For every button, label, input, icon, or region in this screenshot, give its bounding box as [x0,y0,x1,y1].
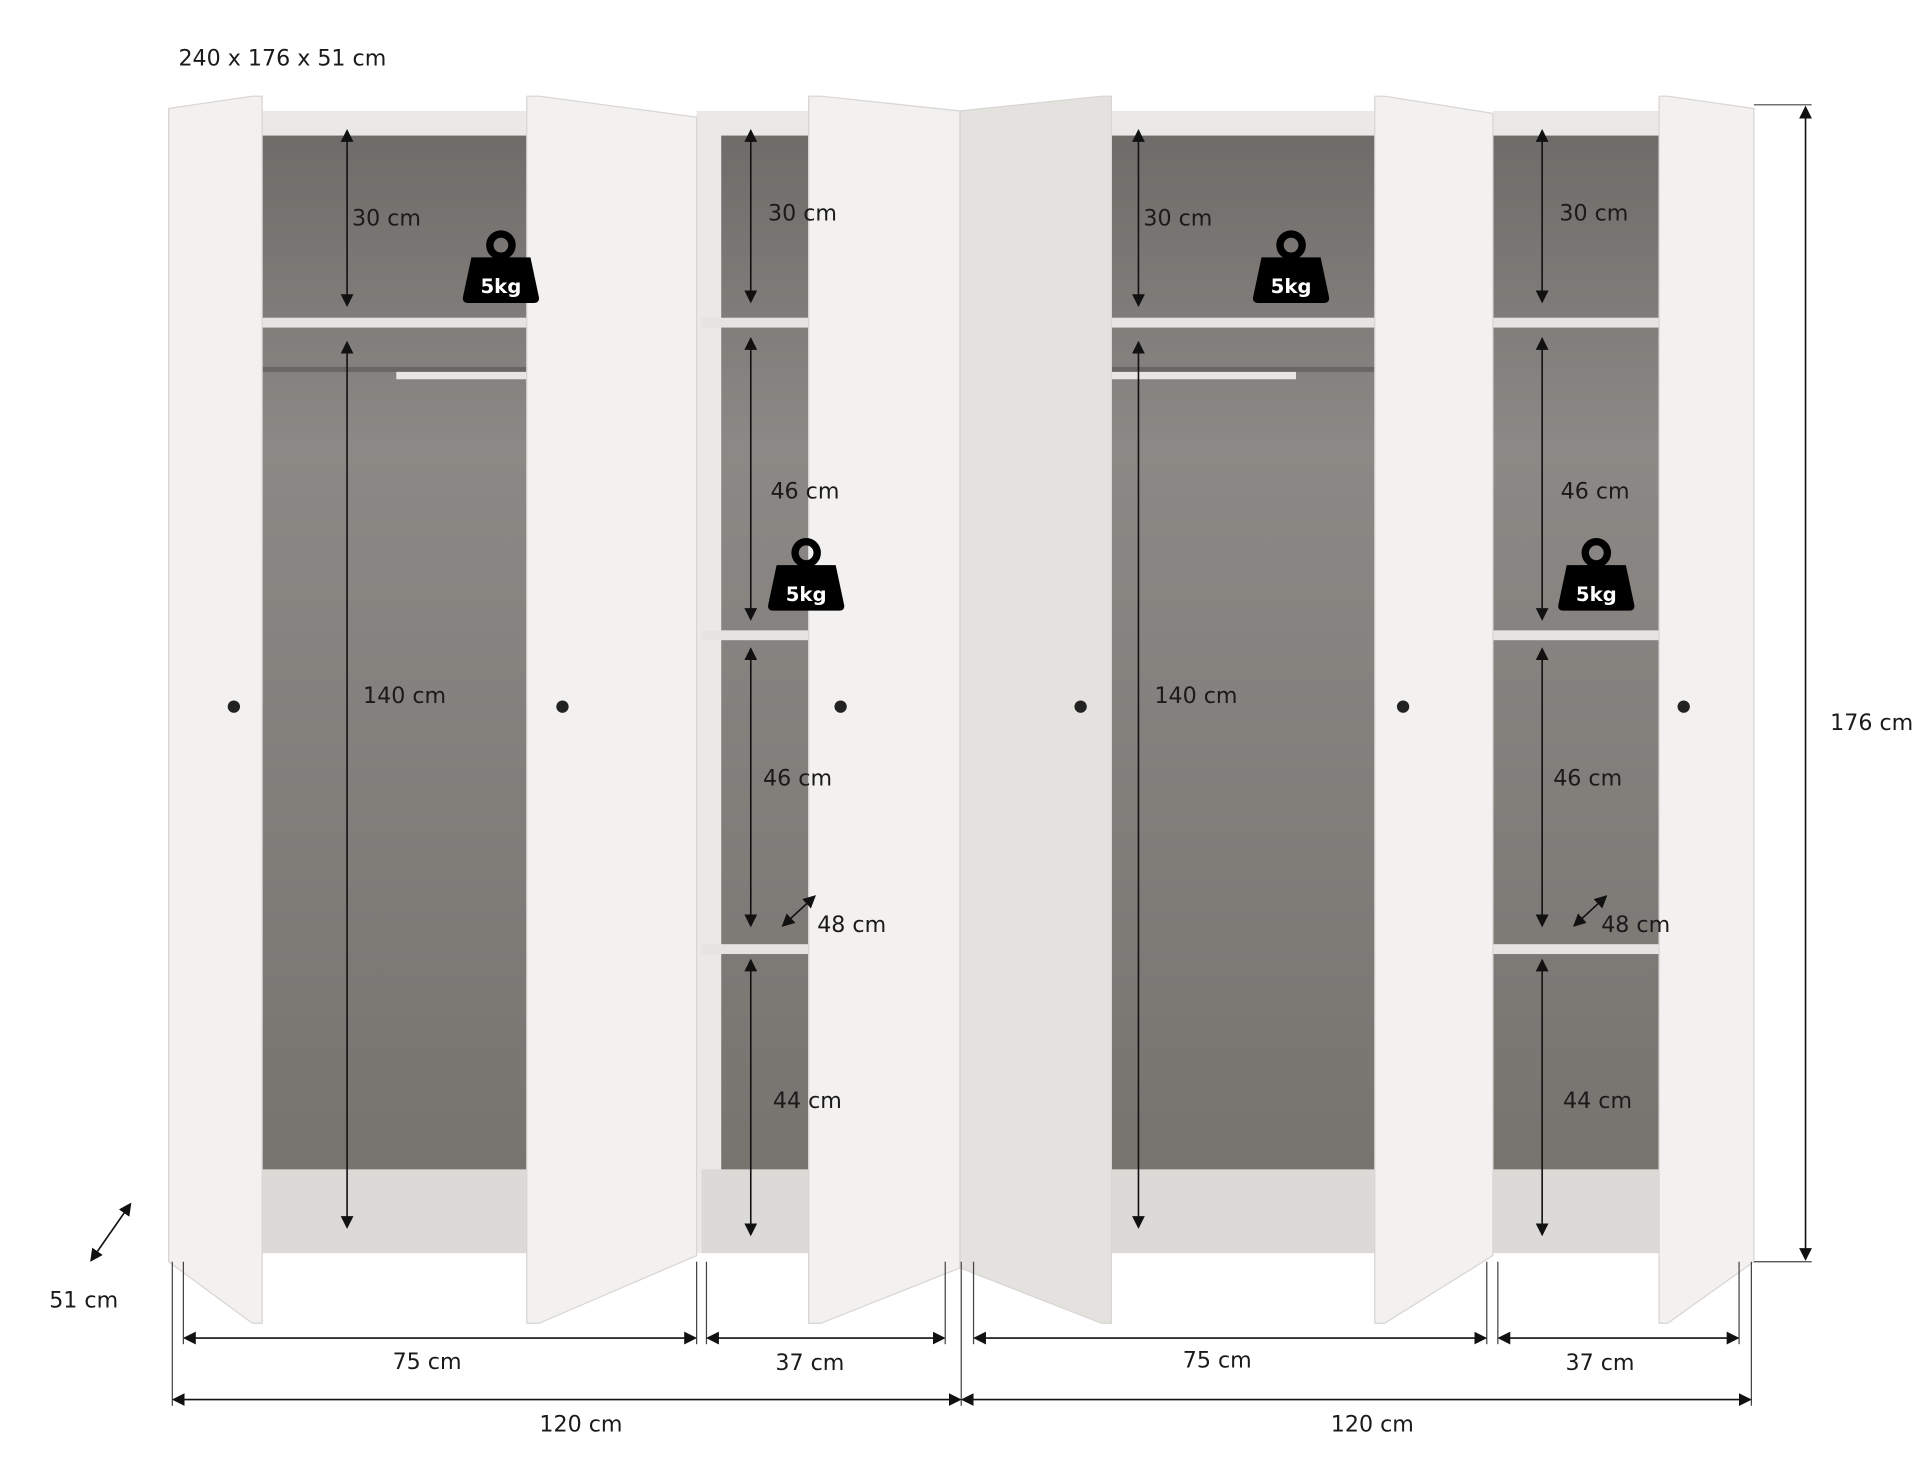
label-shelf-4-1: 30 cm [1559,200,1628,226]
label-shelf-depth-4: 48 cm [1601,912,1670,938]
label-shelf-4-2: 46 cm [1561,479,1630,505]
svg-text:176 cm: 176 cm [1830,710,1913,736]
label-module-width-2: 120 cm [1331,1412,1414,1438]
door-3 [808,95,961,1324]
door-6 [1658,95,1755,1324]
compartment-3 [1111,110,1375,1254]
door-handle [1396,700,1410,713]
label-width-4: 37 cm [1566,1350,1635,1376]
label-width-2: 37 cm [775,1350,844,1376]
svg-text:5kg: 5kg [786,583,827,606]
label-shelf-4-4: 44 cm [1563,1088,1632,1114]
depth-dimension: 51 cm [49,1202,132,1313]
label-top-shelf-3: 30 cm [1143,205,1212,231]
svg-text:5kg: 5kg [1576,583,1617,606]
door-handle [834,700,847,713]
label-shelf-2-1: 30 cm [768,200,837,226]
door-handle [1677,700,1690,713]
weight-icon: 5kg [1253,234,1329,303]
label-shelf-2-3: 46 cm [763,765,832,791]
weight-icon: 5kg [1558,542,1634,611]
label-hanging-1: 140 cm [363,683,446,709]
label-shelf-depth-2: 48 cm [817,912,886,938]
door-2 [526,95,698,1324]
label-width-3: 75 cm [1183,1348,1252,1374]
svg-text:51 cm: 51 cm [49,1287,118,1313]
weight-icon: 5kg [463,234,539,303]
width-dimensions: 75 cm 37 cm 75 cm 37 cm 120 cm 120 cm [171,1261,1752,1438]
label-shelf-2-2: 46 cm [770,479,839,505]
label-shelf-4-3: 46 cm [1553,765,1622,791]
door-5 [1374,95,1494,1324]
interior-dimensions [340,129,1608,1237]
door-handles [227,700,1690,713]
svg-text:5kg: 5kg [1271,275,1312,298]
compartment-2 [696,110,809,1254]
door-handle [556,700,569,713]
label-hanging-3: 140 cm [1154,683,1237,709]
label-module-width-1: 120 cm [539,1412,622,1438]
door-handle [227,700,240,713]
weight-icon: 5kg [768,542,844,611]
door-1 [168,95,263,1324]
door-4 [959,95,1112,1324]
height-dimension: 176 cm [1753,104,1913,1263]
label-top-shelf-1: 30 cm [352,205,421,231]
svg-text:5kg: 5kg [480,275,521,298]
label-shelf-2-4: 44 cm [773,1088,842,1114]
label-width-1: 75 cm [393,1349,462,1375]
compartment-4 [1492,110,1660,1254]
overall-dimensions-title: 240 x 176 x 51 cm [178,45,386,71]
door-handle [1074,700,1087,713]
